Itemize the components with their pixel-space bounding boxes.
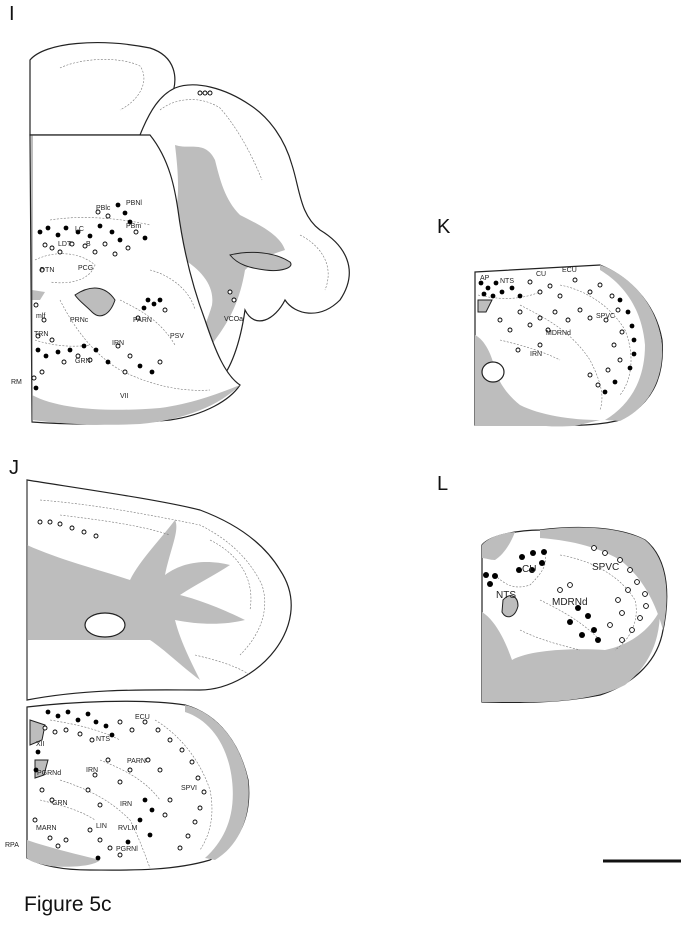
label-cu: CU bbox=[536, 271, 546, 278]
label-rm: RM bbox=[11, 379, 22, 386]
label-pbnl: PBNl bbox=[126, 200, 142, 207]
label-mdrnd: MDRNd bbox=[552, 597, 588, 608]
label-spvi: SPVI bbox=[181, 785, 197, 792]
cell-markers-i bbox=[31, 90, 237, 391]
label-grn: GRN bbox=[75, 358, 91, 365]
panel-i: I bbox=[9, 3, 350, 425]
label-vii: VII bbox=[120, 393, 129, 400]
label-dtn: DTN bbox=[40, 267, 54, 274]
label-grn: GRN bbox=[52, 800, 68, 807]
label-rpa: RPA bbox=[5, 842, 19, 849]
label-ecu: ECU bbox=[562, 267, 577, 274]
panel-j: J bbox=[5, 457, 292, 871]
section-outline-k bbox=[474, 264, 663, 427]
panel-k: K bbox=[437, 216, 663, 427]
label-parn: PARN bbox=[133, 317, 152, 324]
label-vcoa: VCOa bbox=[224, 316, 243, 323]
label-irn-lower: IRN bbox=[120, 801, 132, 808]
label-cu: CU bbox=[522, 564, 536, 575]
section-outline-i bbox=[29, 42, 350, 425]
label-nts: NTS bbox=[496, 590, 516, 601]
label-ldt: LDT bbox=[58, 241, 72, 248]
cell-markers-k bbox=[478, 277, 637, 395]
label-spvc: SPVC bbox=[596, 313, 615, 320]
label-parn: PARN bbox=[127, 758, 146, 765]
region-labels-l: CU SPVC NTS MDRNd bbox=[496, 562, 619, 608]
region-labels-i: PBNl PBlc LC PBm LDT B DTN PCG mlf PRNc … bbox=[11, 200, 243, 400]
label-pblc: PBlc bbox=[96, 205, 111, 212]
figure-caption: Figure 5c bbox=[24, 893, 112, 916]
label-nts: NTS bbox=[96, 736, 110, 743]
section-outline-j bbox=[26, 479, 292, 871]
label-ap: AP bbox=[480, 275, 490, 282]
label-mdrnd: MDRNd bbox=[546, 330, 571, 337]
panel-letter-j: J bbox=[9, 457, 19, 479]
region-labels-k: AP NTS CU ECU SPVC MDRNd IRN bbox=[480, 267, 615, 358]
label-lin: LIN bbox=[96, 823, 107, 830]
cell-markers-l bbox=[483, 545, 649, 643]
label-pgrnd: PGRNd bbox=[37, 770, 61, 777]
label-rvlm: RVLM bbox=[118, 825, 137, 832]
label-ecu: ECU bbox=[135, 714, 150, 721]
label-nts: NTS bbox=[500, 278, 514, 285]
label-prnc: PRNc bbox=[70, 317, 89, 324]
label-marn: MARN bbox=[36, 825, 57, 832]
label-pcg: PCG bbox=[78, 265, 93, 272]
label-irn: IRN bbox=[112, 340, 124, 347]
label-trn: TRN bbox=[34, 331, 48, 338]
section-outline-l bbox=[481, 526, 668, 704]
label-spvc: SPVC bbox=[592, 562, 619, 573]
label-psv: PSV bbox=[170, 333, 184, 340]
panel-letter-i: I bbox=[9, 3, 15, 25]
region-labels-j: ECU NTS XII PGRNd IRN PARN SPVI GRN IRN … bbox=[5, 714, 197, 853]
label-irn: IRN bbox=[530, 351, 542, 358]
label-pbm: PBm bbox=[126, 223, 141, 230]
label-b: B bbox=[86, 241, 91, 248]
panel-l: L CU SPVC NTS bbox=[437, 473, 668, 704]
label-pgrnl: PGRNl bbox=[116, 846, 138, 853]
panel-letter-k: K bbox=[437, 216, 451, 238]
label-mlf: mlf bbox=[36, 313, 45, 320]
cell-markers-j bbox=[32, 519, 207, 861]
panel-letter-l: L bbox=[437, 473, 448, 495]
label-irn-upper: IRN bbox=[86, 767, 98, 774]
label-lc: LC bbox=[75, 226, 84, 233]
label-xii: XII bbox=[36, 741, 45, 748]
